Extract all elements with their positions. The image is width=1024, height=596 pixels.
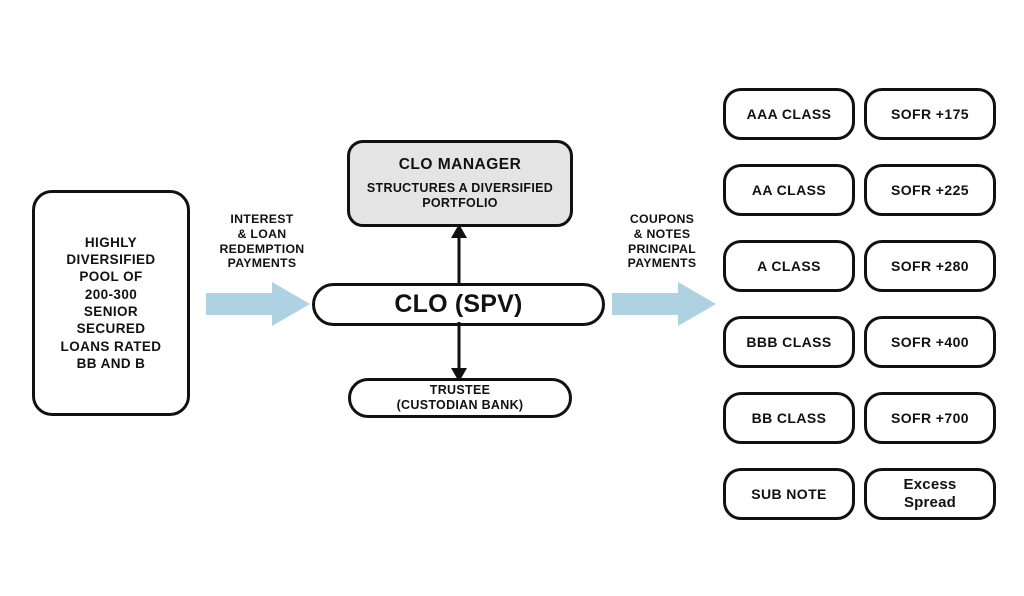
tranche-spread-label: SOFR +700 — [891, 409, 969, 426]
clo-manager-box: CLO MANAGER STRUCTURES A DIVERSIFIED POR… — [347, 140, 573, 227]
outflow-label: COUPONS & NOTES PRINCIPAL PAYMENTS — [627, 212, 697, 271]
collateral-pool-label: HIGHLY DIVERSIFIED POOL OF 200-300 SENIO… — [60, 234, 162, 371]
tranche-spread-box[interactable]: SOFR +175 — [864, 88, 996, 140]
trustee-line-1: TRUSTEE — [429, 383, 491, 397]
tranche-class-label: BBB CLASS — [746, 333, 832, 350]
tranche-spread-label: SOFR +175 — [891, 105, 969, 122]
tranche-spread-box[interactable]: SOFR +280 — [864, 240, 996, 292]
tranche-class-box[interactable]: AAA CLASS — [723, 88, 855, 140]
tranche-class-box[interactable]: BBB CLASS — [723, 316, 855, 368]
clo-spv-label: CLO (SPV) — [394, 290, 523, 318]
trustee-line-2: (CUSTODIAN BANK) — [396, 398, 524, 412]
tranche-class-label: SUB NOTE — [751, 485, 827, 502]
tranche-class-box[interactable]: AA CLASS — [723, 164, 855, 216]
tranche-class-label: BB CLASS — [751, 409, 827, 426]
trustee-box: TRUSTEE (CUSTODIAN BANK) — [348, 378, 572, 418]
tranche-spread-label: Excess Spread — [903, 476, 957, 511]
clo-spv-box: CLO (SPV) — [312, 283, 605, 326]
inflow-arrow — [206, 282, 310, 326]
collateral-pool-box: HIGHLY DIVERSIFIED POOL OF 200-300 SENIO… — [32, 190, 190, 416]
spv-to-manager-arrow — [451, 224, 467, 286]
tranche-class-box[interactable]: SUB NOTE — [723, 468, 855, 520]
clo-manager-title: CLO MANAGER — [398, 155, 522, 173]
tranche-class-box[interactable]: BB CLASS — [723, 392, 855, 444]
tranche-spread-label: SOFR +280 — [891, 257, 969, 274]
tranche-class-box[interactable]: A CLASS — [723, 240, 855, 292]
tranche-class-label: AAA CLASS — [746, 105, 832, 122]
spv-to-trustee-arrow — [451, 322, 467, 382]
inflow-label: INTEREST & LOAN REDEMPTION PAYMENTS — [219, 212, 305, 271]
tranche-spread-box[interactable]: SOFR +225 — [864, 164, 996, 216]
tranche-spread-label: SOFR +225 — [891, 181, 969, 198]
clo-manager-subtitle: STRUCTURES A DIVERSIFIED PORTFOLIO — [366, 180, 554, 210]
tranche-spread-box[interactable]: SOFR +700 — [864, 392, 996, 444]
tranche-spread-box[interactable]: SOFR +400 — [864, 316, 996, 368]
tranche-class-label: AA CLASS — [751, 181, 827, 198]
tranche-spread-label: SOFR +400 — [891, 333, 969, 350]
outflow-arrow — [612, 282, 716, 326]
tranche-spread-box[interactable]: Excess Spread — [864, 468, 996, 520]
tranche-class-label: A CLASS — [757, 257, 821, 274]
